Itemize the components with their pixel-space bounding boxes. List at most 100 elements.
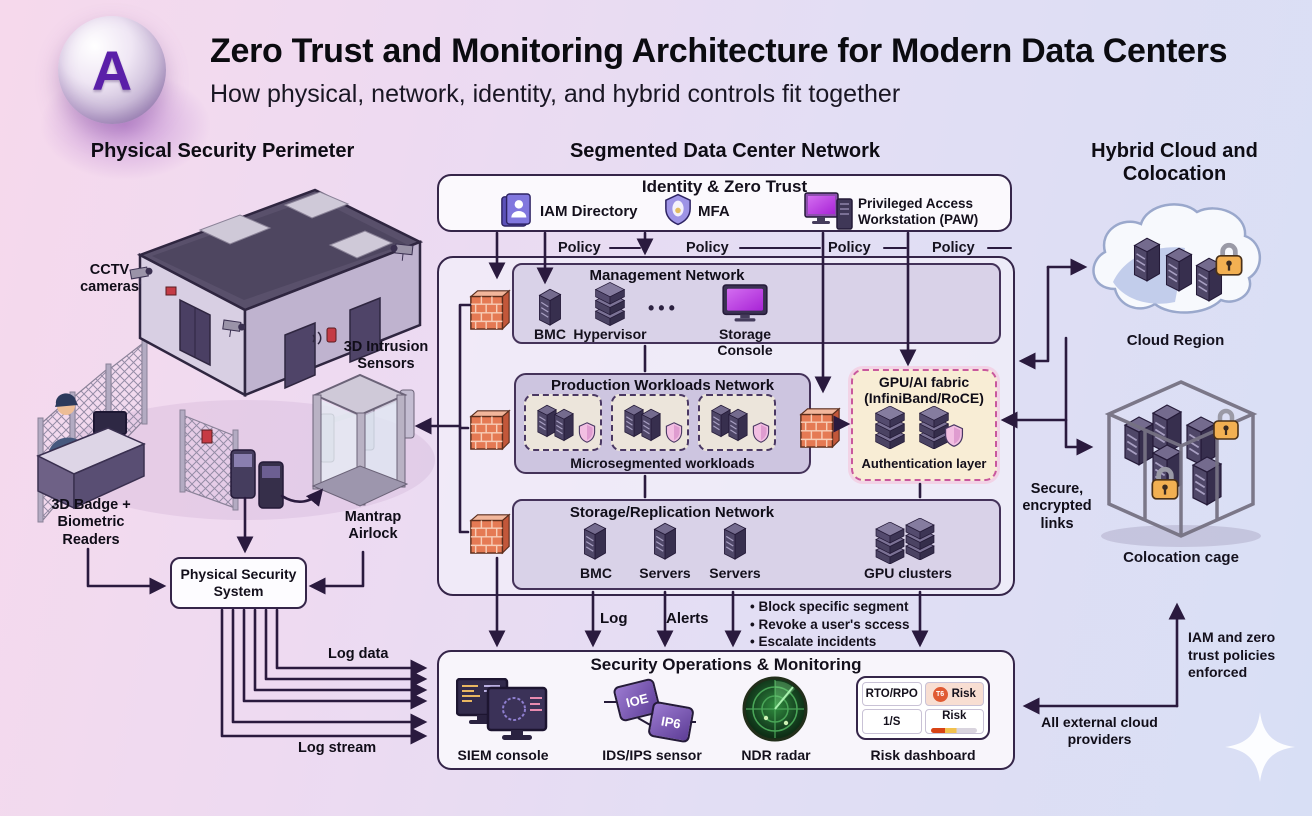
risk-gradient-bar [931,728,978,733]
log-stream-label: Log stream [298,740,377,756]
policy-label-2: Policy [686,240,729,256]
colocation-cage-icon [1101,380,1261,547]
storage-gpu-clusters-label: GPU clusters [864,565,952,581]
server-icon [555,409,573,440]
risk-cell-rto: RTO/RPO [862,682,922,706]
cloud-region-label: Cloud Region [1126,332,1225,349]
log-data-label: Log data [328,646,389,662]
action-item: Escalate incidents [750,633,935,651]
action-item: Revoke a user's sccess [750,616,935,634]
identity-item-iam-label: IAM Directory [540,203,638,220]
server-icon [585,523,606,559]
server-icon [729,409,747,440]
firewall-icon [471,291,509,329]
response-actions-list: Block specific segment Revoke a user's s… [750,598,935,651]
section-physical-heading: Physical Security Perimeter [90,140,355,162]
stack-icon [596,282,625,325]
risk-badge-icon: T6 [932,686,948,702]
guard-desk [36,393,146,510]
risk-bar-text: Risk [942,710,967,722]
physical-perimeter-illustration [36,188,435,523]
gpu-cluster-icon [875,518,935,564]
mgmt-bmc-label: BMC [534,326,566,342]
mfa-shield-icon [665,193,691,226]
gpu-fabric-caption: Authentication layer [861,456,987,471]
badge-kiosks [230,449,284,509]
risk-cell-high: T6 Risk [924,682,984,706]
secure-links-label: Secure, encrypted links [1022,481,1092,532]
mantrap-label: Mantrap Airlock [344,509,402,543]
alerts-annotation: Alerts [666,610,709,627]
siem-console-label: SIEM console [457,747,549,763]
log-annotation: Log [600,610,628,627]
iam-enforced-note: IAM and zero trust policies enforced [1188,629,1276,680]
risk-cell-rate: 1/S [862,709,922,734]
gpu-fabric-title: GPU/AI fabric (InfiniBand/RoCE) [864,374,984,407]
server-icon [655,523,676,559]
iam-directory-icon [501,193,531,227]
rto-text: RTO/RPO [865,688,918,700]
firewall-icon [471,411,509,449]
section-hybrid-heading: Hybrid Cloud and Colocation [1091,140,1258,185]
identity-item-paw-label: Privileged Access Workstation (PAW) [858,196,979,227]
risk-dashboard-label: Risk dashboard [870,747,976,763]
action-item: Block specific segment [750,598,935,616]
identity-zero-trust-box [437,174,1012,232]
sparkle-icon [1225,712,1295,782]
ids-ips-label: IDS/IPS sensor [602,747,702,763]
ndr-radar-label: NDR radar [741,747,811,763]
identity-title: Identity & Zero Trust [641,177,808,196]
cloud-region-icon [1092,203,1261,314]
shield-icon [753,423,768,442]
physical-security-system-box: Physical Security System [170,557,307,609]
risk-high-text: Risk [951,688,976,700]
server-icon [540,289,561,325]
rate-text: 1/S [883,715,901,728]
storage-servers-label: Servers [639,565,691,581]
mgmt-hypervisor-label: Hypervisor [573,326,647,342]
stack-icon [876,406,905,449]
cage-frame [1104,380,1258,538]
cctv-label: CCTV cameras [80,262,139,296]
firewall-icon [801,409,839,447]
risk-cell-bar: Risk [924,709,984,734]
page-title: Zero Trust and Monitoring Architecture f… [210,32,1228,70]
external-providers-note: All external cloud providers [1041,714,1158,747]
policy-label-4: Policy [932,240,975,256]
identity-item-mfa-label: MFA [698,203,730,220]
brand-letter: A [91,38,133,102]
intrusion-sensors-label: 3D Intrusion Sensors [343,339,429,373]
shield-icon [579,423,594,442]
risk-dashboard-widget: RTO/RPO T6 Risk 1/S Risk [856,676,990,740]
server-icon [642,409,660,440]
ips-badge: IP6 [647,700,695,744]
policy-label-1: Policy [558,240,601,256]
section-network-heading: Segmented Data Center Network [569,140,881,162]
mgmt-storage-console-label: Storage Console [717,326,773,359]
colocation-cage-label: Colocation cage [1123,549,1239,566]
management-network-title: Management Network [589,267,745,284]
shield-icon [946,425,963,446]
secops-title: Security Operations & Monitoring [590,655,862,674]
paw-workstation-icon [804,192,853,230]
server-icon [725,523,746,559]
ips-badge-text: IP6 [660,712,682,732]
policy-label-3: Policy [828,240,871,256]
firewall-icon [471,515,509,553]
shield-icon [666,423,681,442]
building [136,188,424,398]
cctv-camera [129,243,414,338]
ids-badge-text: IOE [624,690,650,710]
mgmt-ellipsis: ••• [648,298,679,318]
brand-logo: A [58,16,166,124]
production-network-title: Production Workloads Network [550,377,775,394]
badge-readers-label: 3D Badge + Biometric Readers [51,497,131,548]
lock-icon [1214,411,1238,439]
page-subtitle: How physical, network, identity, and hyb… [210,80,901,108]
monitor-icon [723,285,767,322]
storage-network-title: Storage/Replication Network [569,504,775,521]
storage-servers-label-2: Servers [709,565,761,581]
microsegmented-caption: Microsegmented workloads [570,455,755,471]
siem-console-icon [456,678,548,740]
